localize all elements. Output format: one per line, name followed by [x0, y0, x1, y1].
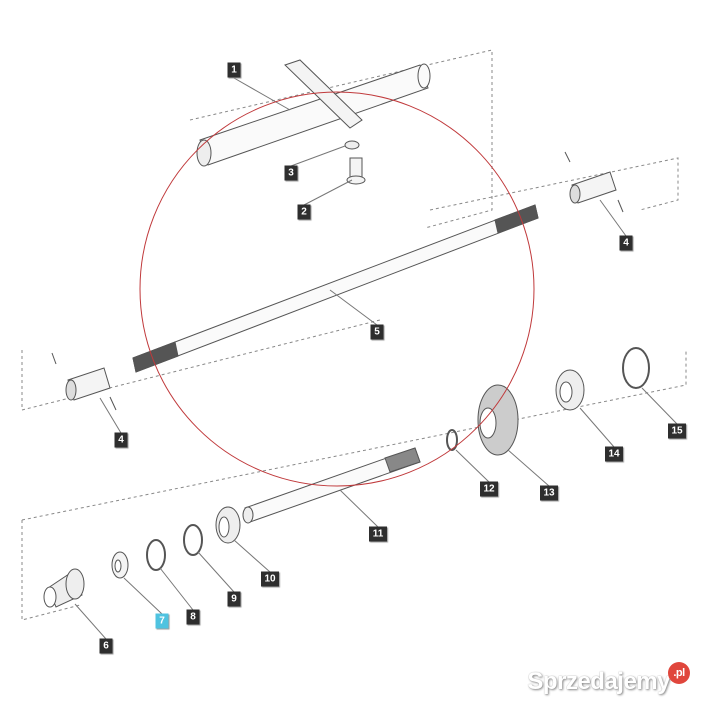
part-13-gear: [477, 384, 519, 456]
callout-4-left[interactable]: 4: [114, 432, 128, 448]
callout-12[interactable]: 12: [480, 481, 498, 497]
dashed-frames: [21, 49, 687, 621]
callout-6[interactable]: 6: [99, 638, 113, 654]
part-7-washer: [111, 551, 129, 579]
part-2-pin: [346, 157, 366, 185]
part-15-circlip: [622, 347, 650, 389]
part-4-coupler-top: [564, 151, 624, 213]
part-1-tube: [196, 59, 431, 167]
callout-8[interactable]: 8: [186, 609, 200, 625]
part-8-ring: [146, 539, 166, 571]
part-10-bearing: [215, 506, 241, 544]
callout-11[interactable]: 11: [369, 526, 387, 542]
part-4-coupler-left: [51, 352, 117, 411]
part-6-bushing: [43, 568, 85, 608]
part-12-ring: [446, 429, 458, 451]
watermark-logo: Sprzedajemy.pl: [527, 662, 690, 696]
part-9-circlip: [183, 524, 203, 556]
watermark-badge: .pl: [668, 662, 690, 684]
callout-2[interactable]: 2: [297, 204, 311, 220]
callout-4-top[interactable]: 4: [619, 235, 633, 251]
part-11-shaft: [242, 447, 421, 524]
callout-10[interactable]: 10: [261, 571, 279, 587]
highlight-circle: [139, 91, 535, 487]
callout-5[interactable]: 5: [370, 324, 384, 340]
callout-14[interactable]: 14: [605, 446, 623, 462]
callout-1[interactable]: 1: [227, 62, 241, 78]
leader-lines: [74, 77, 678, 640]
callout-3[interactable]: 3: [284, 165, 298, 181]
callout-9[interactable]: 9: [227, 591, 241, 607]
watermark-text: Sprzedajemy: [527, 668, 670, 695]
callout-15[interactable]: 15: [668, 423, 686, 439]
part-14-bearing: [555, 369, 585, 411]
part-5-shaft: [132, 204, 539, 373]
callout-7-highlighted[interactable]: 7: [155, 613, 169, 629]
callout-13[interactable]: 13: [540, 485, 558, 501]
part-3-washer: [344, 140, 360, 150]
